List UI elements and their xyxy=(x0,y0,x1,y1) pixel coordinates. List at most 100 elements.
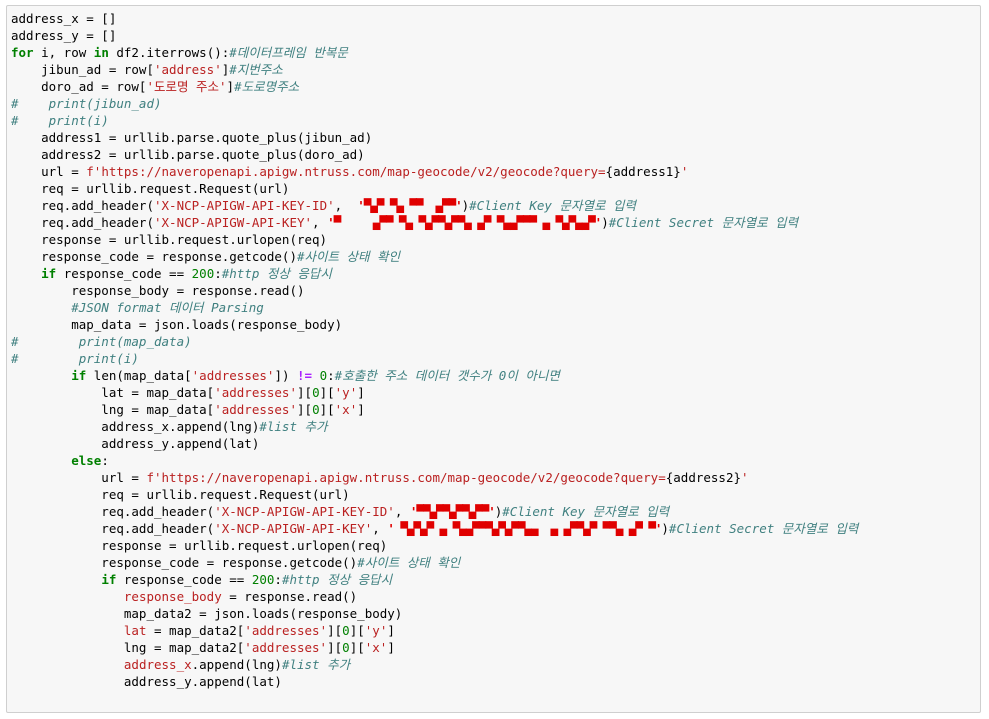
code-token: # print(i) xyxy=(11,113,109,128)
code-line: # print(i) xyxy=(11,112,858,129)
code-editor[interactable]: address_x = []address_y = []for i, row i… xyxy=(11,10,858,690)
code-token: , xyxy=(372,521,388,536)
code-token: address2 = urllib.parse.quote_plus(doro_… xyxy=(11,147,365,162)
code-token: {address1} xyxy=(605,164,681,179)
code-token xyxy=(11,623,124,638)
code-token: : xyxy=(274,572,282,587)
code-token: len(map_data[ xyxy=(86,368,192,383)
code-token: #사이트 상태 확인 xyxy=(296,249,401,264)
code-token: 'x' xyxy=(364,640,388,655)
code-token: 'y' xyxy=(364,623,388,638)
code-token: response_code = response.getcode() xyxy=(11,249,297,264)
code-token: ] xyxy=(221,62,230,77)
code-token: # print(map_data) xyxy=(11,334,192,349)
code-line: response_body = response.read() xyxy=(11,588,858,605)
code-token: #Client Key 문자열로 입력 xyxy=(469,198,636,213)
code-cell[interactable]: address_x = []address_y = []for i, row i… xyxy=(6,5,981,713)
code-line: if len(map_data['addresses']) != 0:#호출한 … xyxy=(11,367,858,384)
code-token: , xyxy=(394,504,410,519)
code-token: lat = map_data[ xyxy=(11,385,215,400)
code-token: # print(i) xyxy=(11,351,139,366)
code-token: map_data2 = json.loads(response_body) xyxy=(11,606,403,621)
code-token: response = urllib.request.urlopen(req) xyxy=(11,232,328,247)
code-token: '도로명 주소' xyxy=(146,79,227,94)
code-line: jibun_ad = row['address']#지번주소 xyxy=(11,61,858,78)
code-token: ][ xyxy=(327,623,343,638)
code-token: 0 xyxy=(319,368,328,383)
code-token xyxy=(11,589,124,604)
code-token: , xyxy=(334,198,358,213)
code-token: 'x' xyxy=(334,402,358,417)
code-token: response_code == xyxy=(56,266,192,281)
code-token: address_x = [] xyxy=(11,11,117,26)
code-token: ' xyxy=(680,164,689,179)
code-line: address_x.append(lng)#list 추가 xyxy=(11,656,858,673)
code-token: 'addresses' xyxy=(191,368,275,383)
code-line: lat = map_data['addresses'][0]['y'] xyxy=(11,384,858,401)
code-line: req.add_header('X-NCP-APIGW-API-KEY-ID',… xyxy=(11,503,858,520)
code-token: ][ xyxy=(349,623,365,638)
code-token: ) xyxy=(661,521,669,536)
code-line: address_y.append(lat) xyxy=(11,435,858,452)
code-line: # print(i) xyxy=(11,350,858,367)
code-token: req.add_header( xyxy=(11,215,154,230)
code-token: response_code = response.getcode() xyxy=(11,555,358,570)
code-token: #http 정상 응답시 xyxy=(281,572,393,587)
code-token: lng = map_data[ xyxy=(11,402,215,417)
code-token: req.add_header( xyxy=(11,198,154,213)
code-token: if xyxy=(71,368,87,383)
code-token xyxy=(11,368,71,383)
code-token: 'addresses' xyxy=(214,402,297,417)
code-token: 0 xyxy=(312,402,320,417)
code-token: address_x xyxy=(123,657,192,672)
code-token: #도로명주소 xyxy=(234,79,300,94)
code-token: ) xyxy=(494,504,503,519)
code-token: lat xyxy=(123,623,147,638)
code-token: lng = map_data2[ xyxy=(11,640,245,655)
code-token xyxy=(312,368,320,383)
code-line: map_data2 = json.loads(response_body) xyxy=(11,605,858,622)
code-token: 'addresses' xyxy=(244,623,328,638)
code-token: ) xyxy=(601,215,609,230)
code-token: ][ xyxy=(297,402,313,417)
code-token: ) xyxy=(461,198,470,213)
code-token: if xyxy=(101,572,117,587)
code-token: response = urllib.request.urlopen(req) xyxy=(11,538,388,553)
code-line: address_x = [] xyxy=(11,10,858,27)
code-token: response_code == xyxy=(116,572,252,587)
code-token: f'https://naveropenapi.apigw.ntruss.com/… xyxy=(146,470,666,485)
code-token: 'X-NCP-APIGW-API-KEY-ID' xyxy=(154,198,335,213)
code-token: address1 = urllib.parse.quote_plus(jibun… xyxy=(11,130,373,145)
code-token: df2.iterrows(): xyxy=(108,45,230,60)
redacted-key: '▀ ▄▀▀ ▀▄ ▀▄▀▀▄▀▀▄ ▄▀ ▀▄▄▀▀▀ ▄ ▀▄▀▄▄▀' xyxy=(327,215,602,230)
code-token: 'address' xyxy=(154,62,222,77)
code-line: map_data = json.loads(response_body) xyxy=(11,316,858,333)
code-token: ][ xyxy=(319,402,335,417)
code-token: 200 xyxy=(191,266,215,281)
code-token: 'X-NCP-APIGW-API-KEY' xyxy=(214,521,373,536)
code-token: {address2} xyxy=(665,470,742,485)
code-token: in xyxy=(93,45,109,60)
code-token: ][ xyxy=(327,640,343,655)
code-line: doro_ad = row['도로명 주소']#도로명주소 xyxy=(11,78,858,95)
code-line: else: xyxy=(11,452,858,469)
code-line: response = urllib.request.urlopen(req) xyxy=(11,537,858,554)
code-line: req = urllib.request.Request(url) xyxy=(11,486,858,503)
code-token: for xyxy=(11,45,34,60)
code-line: if response_code == 200:#http 정상 응답시 xyxy=(11,571,858,588)
code-token: 200 xyxy=(251,572,275,587)
code-token: ]) xyxy=(274,368,298,383)
code-token: req = urllib.request.Request(url) xyxy=(11,181,290,196)
code-token: address_x.append(lng) xyxy=(11,419,260,434)
code-token: #데이터프레임 반복문 xyxy=(229,45,348,60)
code-line: response_code = response.getcode()#사이트 상… xyxy=(11,554,858,571)
code-token: address_y = [] xyxy=(11,28,117,43)
code-token: 'addresses' xyxy=(244,640,328,655)
code-line: #JSON format 데이터 Parsing xyxy=(11,299,858,316)
code-token: ] xyxy=(387,640,395,655)
code-line: req.add_header('X-NCP-APIGW-API-KEY-ID',… xyxy=(11,197,858,214)
code-token: #호출한 주소 데이터 갯수가 0이 아니면 xyxy=(334,368,560,383)
code-token: #Client Secret 문자열로 입력 xyxy=(668,521,859,536)
code-token: != xyxy=(297,368,313,383)
code-token: ] xyxy=(387,623,395,638)
